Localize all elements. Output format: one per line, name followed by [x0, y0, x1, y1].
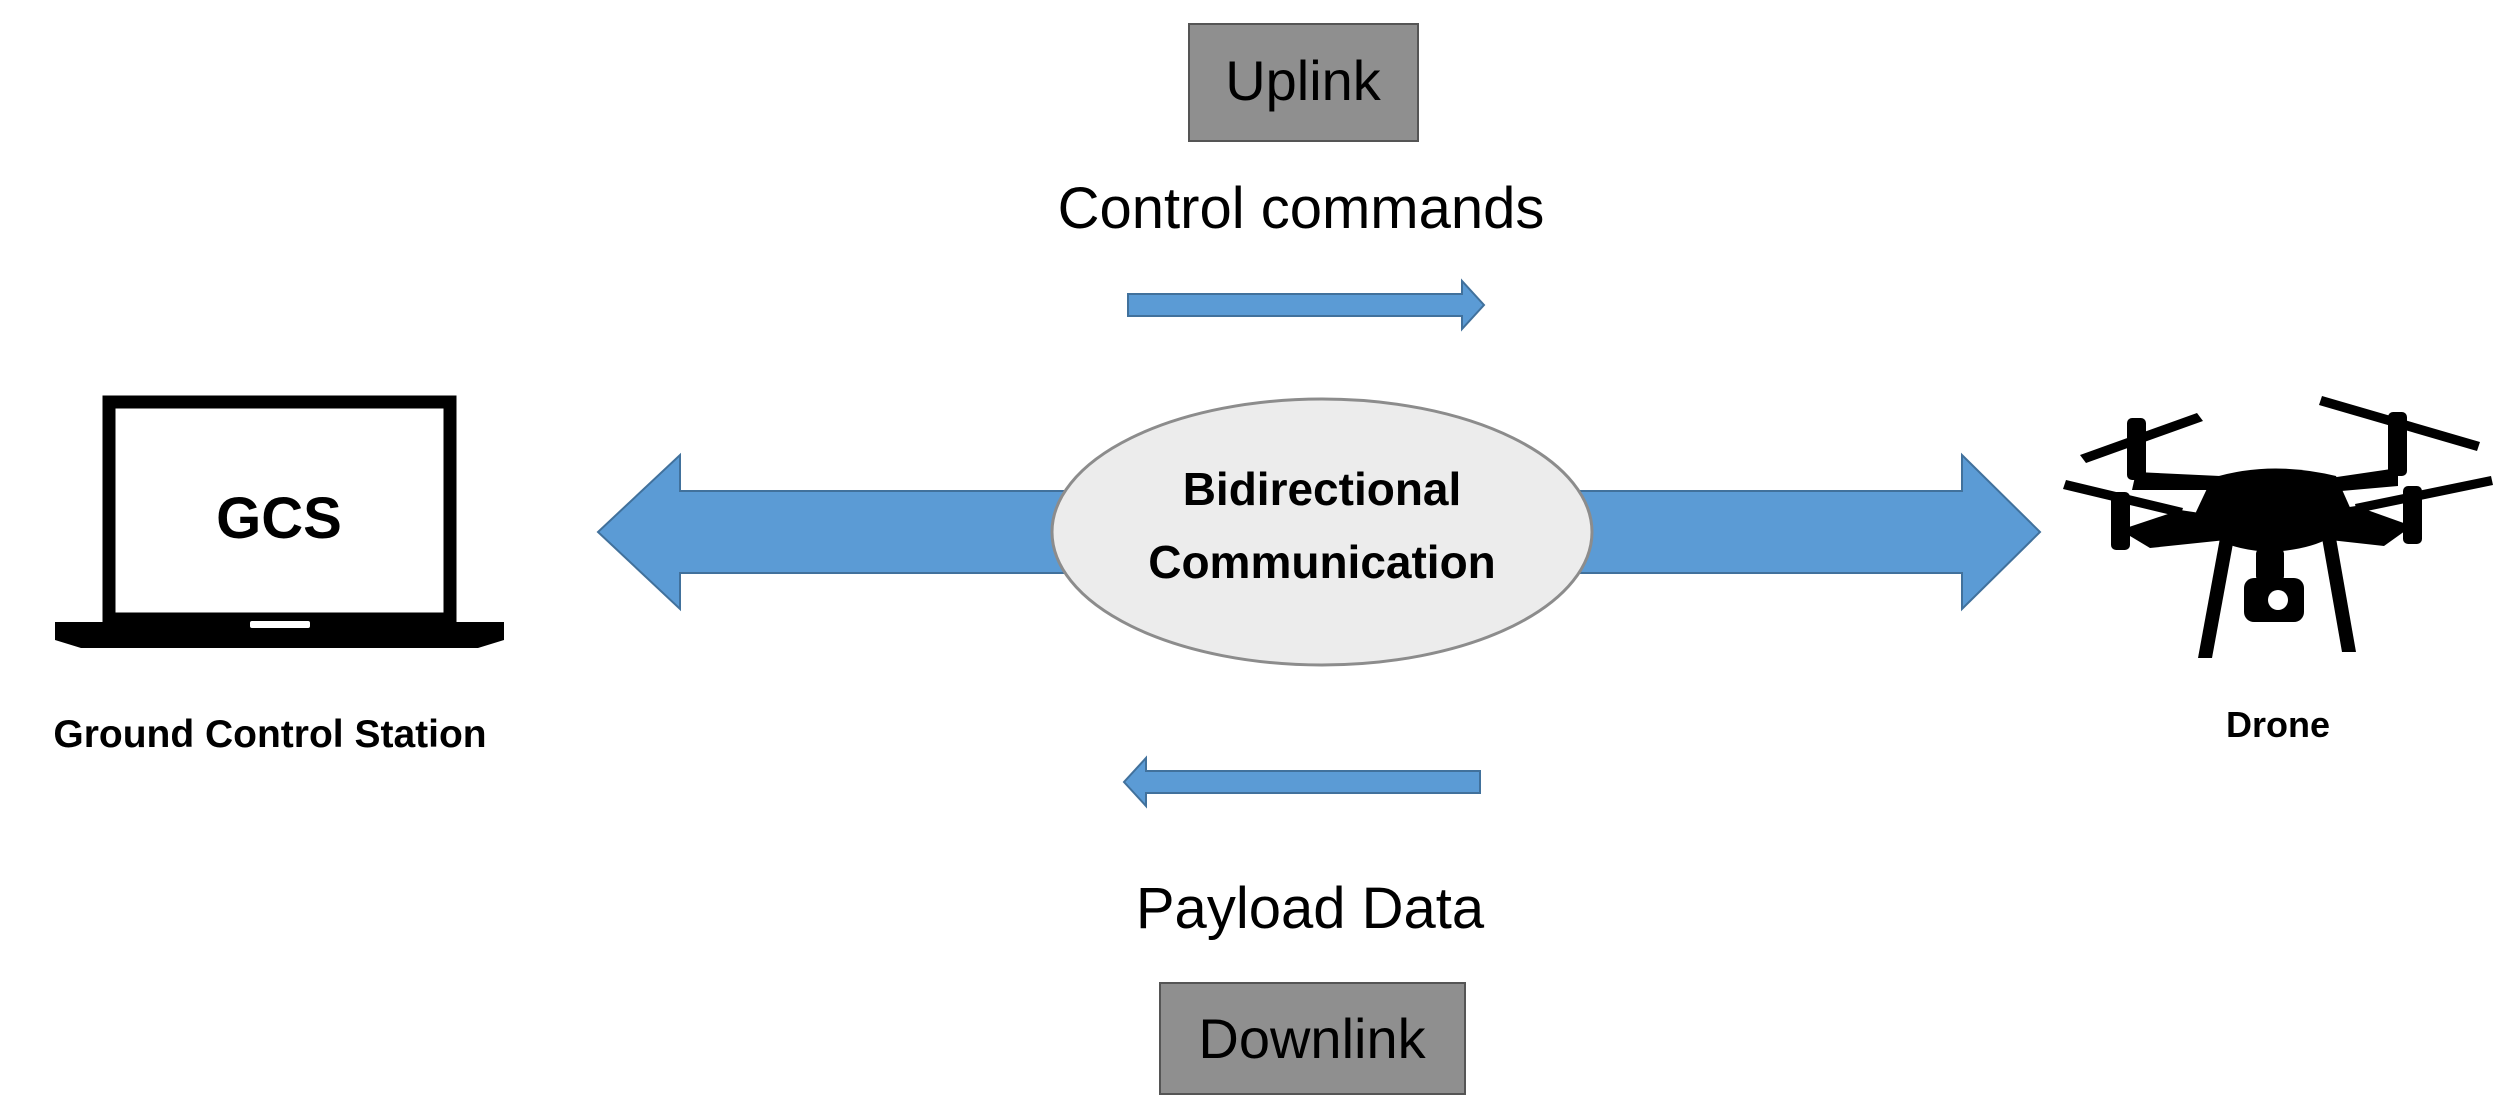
uplink-label: Uplink — [1225, 49, 1382, 112]
laptop-base — [55, 622, 504, 648]
drone-gimbal — [2256, 548, 2284, 582]
drone-motor-br — [2403, 486, 2422, 544]
drone-arm-fl — [2132, 472, 2220, 490]
drone-leg-right — [2322, 538, 2356, 652]
uplink-arrow — [1127, 278, 1486, 332]
big-arrow-right — [1519, 452, 2042, 612]
downlink-badge: Downlink — [1159, 982, 1466, 1095]
drone-icon — [2063, 396, 2493, 658]
center-label-line1: Bidirectional — [1183, 463, 1462, 515]
downlink-arrow — [1122, 755, 1481, 809]
bidirectional-ellipse — [1050, 397, 1594, 667]
drone-rotor-blade-br — [2355, 476, 2493, 513]
uplink-badge: Uplink — [1188, 23, 1419, 142]
laptop-icon: GCS — [55, 395, 504, 648]
downlink-badge-box — [1159, 982, 1466, 1095]
drone-motor-fl — [2127, 418, 2146, 480]
big-arrow-left — [596, 452, 1101, 612]
payload-data-caption: Payload Data — [1136, 876, 1485, 941]
drone-arm-fr — [2330, 468, 2398, 492]
uplink-badge-box — [1188, 23, 1419, 142]
downlink-label: Downlink — [1198, 1007, 1426, 1070]
drone-motor-fr — [2388, 412, 2407, 476]
control-commands-caption: Control commands — [1058, 176, 1545, 241]
laptop-trackpad-notch — [250, 621, 310, 628]
center-label-line2: Communication — [1148, 536, 1496, 588]
gcs-caption: Ground Control Station — [53, 713, 486, 756]
drone-leg-left — [2198, 538, 2234, 658]
laptop-screen — [102, 395, 457, 626]
gcs-screen-label: GCS — [216, 486, 342, 551]
drone-caption: Drone — [2226, 704, 2330, 745]
drone-motor-bl — [2111, 492, 2130, 550]
drone-camera-lens — [2268, 590, 2288, 610]
drone-body — [2196, 468, 2352, 552]
